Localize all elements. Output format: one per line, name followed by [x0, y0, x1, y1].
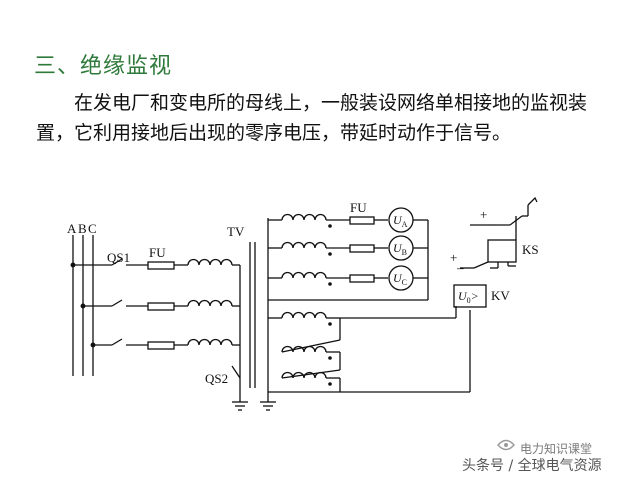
- relay-ks-box: [487, 239, 517, 263]
- open-delta-winding-1: [281, 311, 327, 319]
- switch-label-qs1: QS1: [107, 250, 130, 265]
- primary-winding-a: [187, 258, 233, 266]
- plus-sign-kv: +: [450, 250, 457, 265]
- open-delta-winding-2: [281, 345, 327, 353]
- secondary-winding-b: [281, 241, 327, 249]
- plus-sign-ks: +: [480, 207, 487, 222]
- voltmeter-a-label: UA: [393, 213, 408, 229]
- watermark-channel-name: 电力知识课堂: [520, 442, 593, 456]
- watermark-logo-icon: [497, 439, 515, 451]
- disconnect-switch-b: [111, 299, 123, 307]
- primary-winding-b: [187, 299, 233, 307]
- secondary-fuse-a: [349, 216, 375, 225]
- watermark-source: 头条号 / 全球电气资源: [462, 458, 602, 474]
- secondary-fuse-c: [349, 274, 375, 283]
- voltmeter-c-label: UC: [393, 271, 407, 287]
- fuse-label-left: FU: [149, 245, 166, 260]
- minus-sign-ks: –: [487, 216, 495, 231]
- primary-winding-c: [187, 338, 233, 346]
- open-delta-winding-3: [281, 371, 327, 379]
- bus-label-b: B: [78, 221, 87, 236]
- transformer-label: TV: [227, 224, 245, 239]
- voltmeter-b-label: UB: [393, 241, 407, 257]
- secondary-winding-a: [281, 213, 327, 221]
- secondary-fuse-b: [349, 244, 375, 253]
- relay-zero-label: U0>: [458, 289, 479, 305]
- disconnect-switch-c: [111, 338, 123, 346]
- fuse-a: [147, 261, 175, 270]
- switch-label-qs2: QS2: [205, 371, 228, 386]
- body-paragraph: 在发电厂和变电所的母线上，一般装设网络单相接地的监视装置，它利用接地后出现的零序…: [36, 88, 611, 148]
- relay-kv-box: [453, 284, 487, 308]
- fuse-label-right: FU: [350, 200, 367, 215]
- kv-contact: [473, 261, 489, 269]
- fuse-c: [147, 341, 175, 350]
- relay-kv-label: KV: [491, 288, 510, 303]
- bus-label-c: C: [88, 221, 97, 236]
- bus-label-a: A: [67, 221, 77, 236]
- ground-switch-qs2: [231, 365, 241, 379]
- minus-sign-kv: –: [456, 260, 464, 275]
- section-heading: 三、绝缘监视: [34, 54, 173, 79]
- fuse-b: [147, 302, 175, 311]
- disconnect-switch-a: [111, 258, 123, 266]
- relay-ks-label: KS: [522, 242, 539, 257]
- paragraph-text: 在发电厂和变电所的母线上，一般装设网络单相接地的监视装置，它利用接地后出现的零序…: [36, 92, 588, 144]
- secondary-winding-c: [281, 271, 327, 279]
